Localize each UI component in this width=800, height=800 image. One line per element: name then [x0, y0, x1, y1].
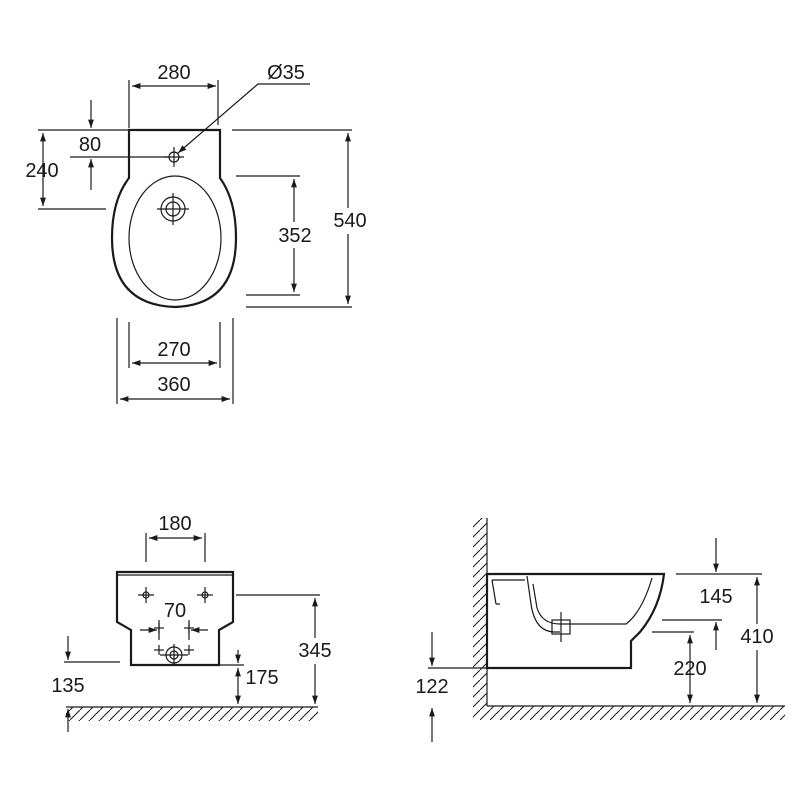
drain-icon	[157, 193, 189, 225]
side-view: 145 410 220 122	[415, 518, 785, 742]
dim-270: 270	[157, 339, 190, 361]
dim-240: 240	[25, 160, 58, 182]
side-view-outline	[485, 572, 666, 670]
front-hole-left-icon	[138, 587, 154, 603]
dim-70: 70	[164, 600, 186, 622]
dim-80: 80	[79, 134, 101, 156]
dim-180: 180	[158, 513, 191, 535]
dim-122: 122	[415, 676, 448, 698]
front-drain-icon	[160, 644, 188, 666]
dim-345: 345	[298, 640, 331, 662]
dim-540: 540	[333, 210, 366, 232]
dim-410: 410	[740, 626, 773, 648]
side-wall-hatch	[473, 518, 487, 706]
top-view-outline	[110, 128, 238, 309]
dim-175: 175	[245, 667, 278, 689]
front-view: 180 70 345 175 135	[51, 513, 339, 732]
dim-135: 135	[51, 675, 84, 697]
front-floor-hatch	[66, 707, 318, 721]
dim-hole-diameter: Ø35	[267, 62, 305, 84]
side-floor-hatch	[473, 706, 785, 720]
dim-280: 280	[157, 62, 190, 84]
dim-352: 352	[278, 225, 311, 247]
dim-220: 220	[673, 658, 706, 680]
top-view-bowl	[128, 175, 222, 301]
front-hole-right-icon	[197, 587, 213, 603]
side-drain-icon	[551, 612, 571, 642]
dim-145: 145	[699, 586, 732, 608]
side-view-bowl	[532, 577, 653, 625]
dim-360: 360	[157, 374, 190, 396]
top-view: 280 Ø35 80 240 352 540 270	[25, 62, 375, 404]
